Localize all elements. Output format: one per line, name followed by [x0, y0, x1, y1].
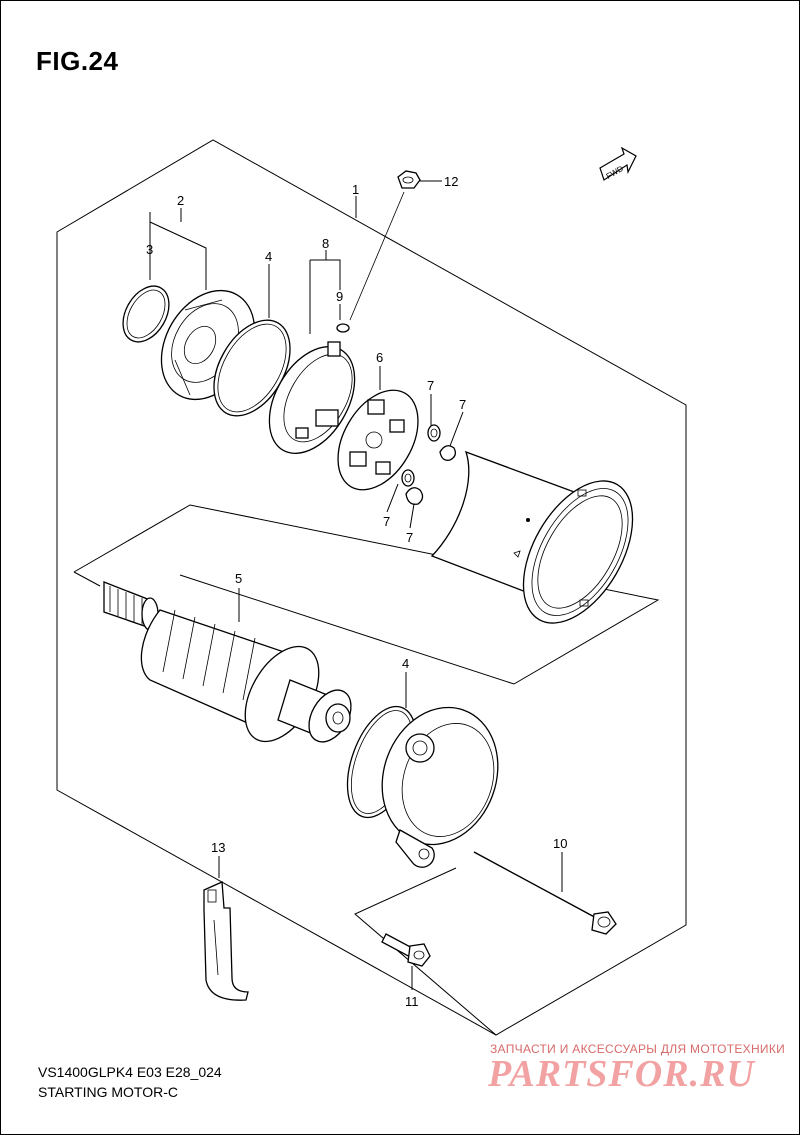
callout-10: 10 — [553, 836, 567, 851]
watermark-logo: PARTSFOR.RU — [488, 1053, 755, 1095]
o-ring-9[interactable] — [336, 323, 350, 333]
diagram-subtitle: STARTING MOTOR-C — [38, 1084, 178, 1100]
callout-1: 1 — [352, 182, 359, 197]
callout-13: 13 — [211, 840, 225, 855]
brush-7-b[interactable] — [439, 445, 456, 461]
brush-7-a[interactable] — [427, 424, 441, 442]
brush-holder-8[interactable] — [252, 332, 372, 468]
callout-11: 11 — [405, 994, 419, 1009]
model-code: VS1400GLPK4 E03 E28_024 — [38, 1064, 222, 1080]
callout-3: 3 — [146, 242, 153, 257]
o-ring-3[interactable] — [114, 278, 179, 350]
figure-title: FIG.24 — [36, 46, 119, 76]
brush-7-d[interactable] — [405, 487, 424, 505]
callout-12: 12 — [444, 174, 458, 189]
callout-5: 5 — [235, 571, 242, 586]
yoke-housing[interactable] — [430, 450, 655, 642]
bolt-11[interactable] — [381, 933, 431, 967]
assembly-boundary — [56, 139, 687, 1036]
callout-7-a: 7 — [427, 378, 434, 393]
callout-6: 6 — [376, 350, 383, 365]
nut-12[interactable] — [397, 170, 421, 189]
callout-7-d: 7 — [406, 530, 413, 545]
fwd-arrow-icon: FWD — [599, 146, 637, 181]
callout-7-c: 7 — [383, 514, 390, 529]
front-cover[interactable] — [363, 691, 516, 868]
armature-5[interactable] — [103, 581, 360, 754]
lower-boundary — [354, 867, 497, 1036]
brush-plate-6[interactable] — [322, 376, 435, 504]
through-bolt-10[interactable] — [473, 851, 617, 935]
callout-2: 2 — [177, 193, 184, 208]
callout-8: 8 — [322, 236, 329, 251]
callout-9: 9 — [336, 289, 343, 304]
watermark-tagline: ЗАПЧАСТИ И АКСЕССУАРЫ ДЛЯ МОТОТЕХНИКИ — [490, 1042, 786, 1056]
callout-4-lower: 4 — [402, 656, 409, 671]
callout-7-b: 7 — [459, 397, 466, 412]
bracket-13[interactable] — [203, 881, 249, 1001]
callout-4-upper: 4 — [265, 249, 272, 264]
subassembly-boundary — [73, 504, 660, 685]
brush-7-c[interactable] — [401, 469, 415, 487]
